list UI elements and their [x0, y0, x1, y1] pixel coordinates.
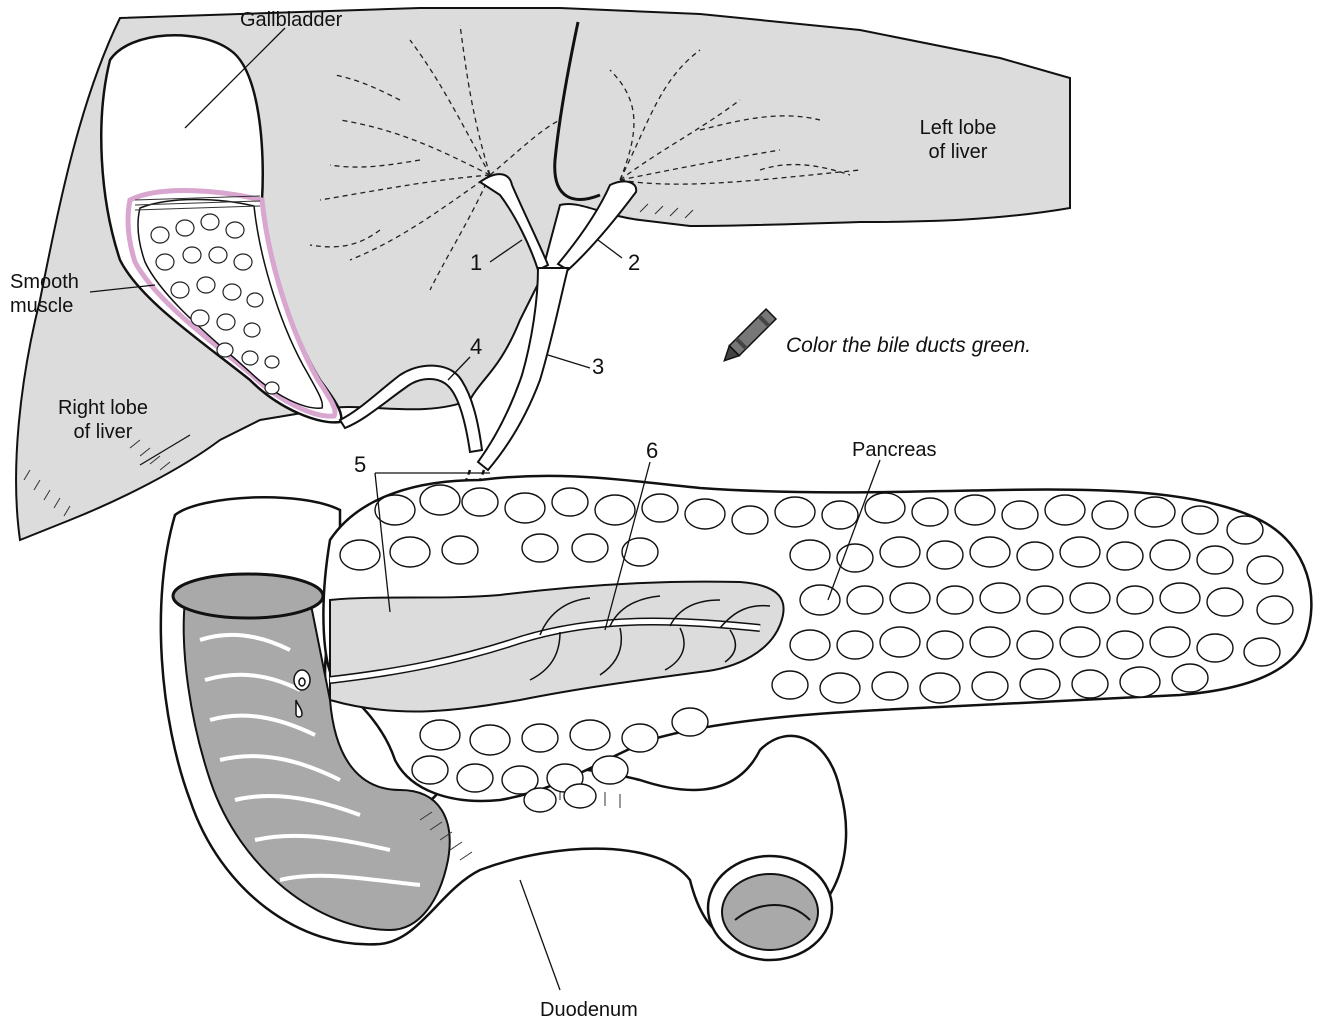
number-3: 3	[592, 354, 604, 380]
leader-3	[548, 355, 590, 368]
label-left-lobe-line1: Left lobe	[898, 116, 1018, 140]
label-right-lobe-line2: of liver	[38, 420, 168, 444]
label-duodenum: Duodenum	[540, 998, 638, 1022]
label-gallbladder: Gallbladder	[240, 8, 342, 32]
number-5: 5	[354, 452, 366, 478]
label-smooth-muscle: Smooth muscle	[10, 270, 79, 318]
number-6: 6	[646, 438, 658, 464]
label-left-lobe: Left lobe of liver	[898, 116, 1018, 164]
leader-2	[598, 240, 622, 258]
label-right-lobe-line1: Right lobe	[38, 396, 168, 420]
number-1: 1	[470, 250, 482, 276]
label-smooth-muscle-line1: Smooth	[10, 270, 79, 294]
number-4: 4	[470, 334, 482, 360]
label-right-lobe: Right lobe of liver	[38, 396, 168, 444]
label-pancreas: Pancreas	[852, 438, 937, 462]
number-2: 2	[628, 250, 640, 276]
leader-duodenum	[520, 880, 560, 990]
label-smooth-muscle-line2: muscle	[10, 294, 79, 318]
duodenum-rim	[173, 574, 323, 618]
instruction-text: Color the bile ducts green.	[786, 334, 1031, 358]
crayon-icon	[719, 309, 776, 366]
label-left-lobe-line2: of liver	[898, 140, 1018, 164]
